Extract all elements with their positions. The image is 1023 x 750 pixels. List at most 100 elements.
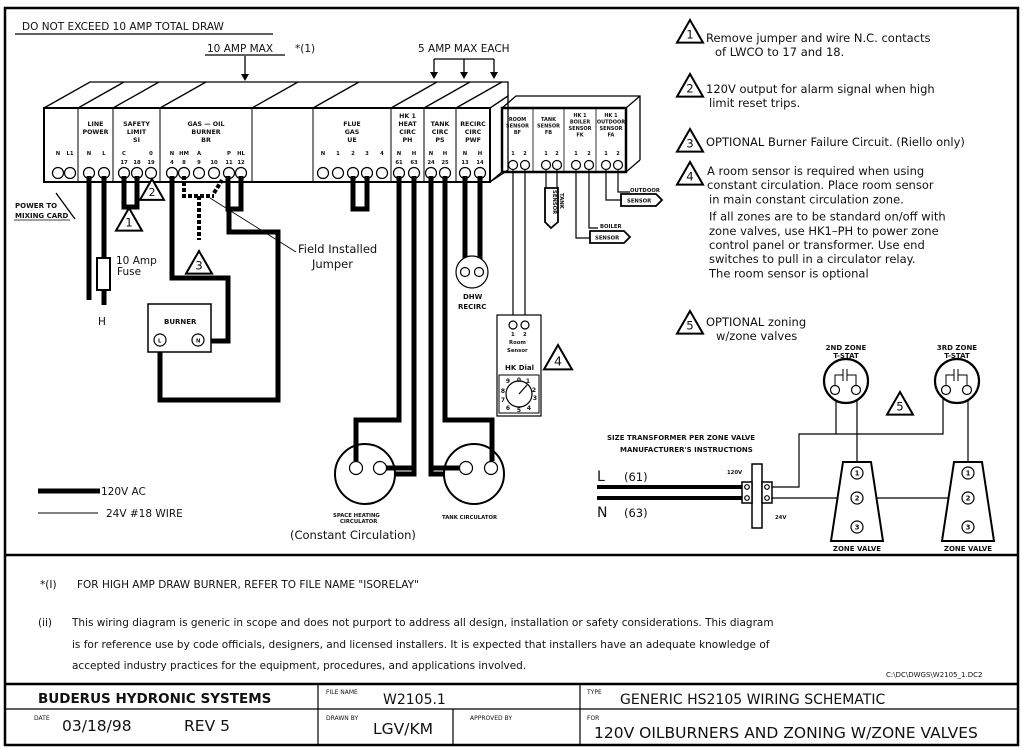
warning-text: zone valves, use HK1–PH to power zone bbox=[709, 224, 939, 238]
terminal-label: P bbox=[227, 151, 231, 157]
outdoor-sensor: OUTDOOR SENSOR bbox=[620, 188, 664, 207]
terminal-number: 19 bbox=[147, 160, 155, 166]
transformer-note: MANUFACTURER'S INSTRUCTIONS bbox=[620, 446, 753, 454]
sensor-terminal bbox=[540, 159, 552, 171]
l-line-label: L bbox=[597, 469, 605, 485]
footnote-1: FOR HIGH AMP DRAW BURNER, REFER TO FILE … bbox=[77, 579, 419, 591]
terminal-number: 13 bbox=[461, 160, 469, 166]
dial-number: 6 bbox=[506, 405, 510, 412]
space-heating-circulator: SPACE HEATING CIRCULATOR (Constant Circu… bbox=[290, 420, 417, 542]
svg-text:2ND ZONE: 2ND ZONE bbox=[826, 344, 867, 352]
svg-text:2: 2 bbox=[587, 151, 591, 157]
sensor-module-title: TANK bbox=[541, 117, 557, 123]
module-title: GAS bbox=[345, 129, 360, 136]
valve-terminal bbox=[850, 491, 864, 505]
svg-text:24V #18 WIRE: 24V #18 WIRE bbox=[106, 508, 183, 520]
five-amp-arrowhead bbox=[490, 72, 498, 79]
valve-terminal bbox=[961, 520, 975, 534]
terminal-label: HM bbox=[179, 151, 189, 157]
terminal-number: 12 bbox=[237, 160, 245, 166]
module-title: SI bbox=[133, 137, 140, 144]
date-label: DATE bbox=[34, 715, 50, 722]
module-title: SAFETY bbox=[123, 121, 150, 128]
sensor-module-title: FB bbox=[545, 130, 552, 136]
power-to-mixing-label: MIXING CARD bbox=[15, 212, 69, 220]
svg-text:3: 3 bbox=[195, 259, 202, 273]
svg-text:OUTDOOR: OUTDOOR bbox=[630, 188, 660, 194]
sensor-box-link bbox=[489, 171, 503, 183]
svg-text:1: 1 bbox=[855, 470, 860, 478]
warning-text: OPTIONAL zoning bbox=[706, 315, 806, 329]
dial-number: 0 bbox=[517, 377, 521, 384]
warning-triangle-3-icon bbox=[184, 248, 214, 275]
control-box-front bbox=[43, 107, 491, 183]
module-title: BR bbox=[201, 137, 211, 144]
file-name-label: FILE NAME bbox=[326, 689, 358, 696]
svg-text:1: 1 bbox=[604, 151, 608, 157]
drawing-for: 120V OILBURNERS AND ZONING W/ZONE VALVES bbox=[594, 724, 978, 742]
company-name: BUDERUS HYDRONIC SYSTEMS bbox=[38, 691, 271, 707]
terminal-screw bbox=[331, 166, 345, 180]
sensor-terminal bbox=[507, 159, 519, 171]
valve-terminal bbox=[961, 491, 975, 505]
svg-text:SENSOR: SENSOR bbox=[595, 236, 619, 242]
sensor-module-title: SENSOR bbox=[506, 124, 529, 130]
warning-triangle-icon bbox=[675, 126, 705, 153]
terminal-label: N bbox=[56, 151, 60, 157]
revision: REV 5 bbox=[184, 717, 230, 735]
svg-text:BURNER: BURNER bbox=[164, 318, 197, 326]
terminal-screw bbox=[63, 166, 77, 180]
date: 03/18/98 bbox=[62, 717, 132, 735]
svg-text:5: 5 bbox=[896, 400, 903, 414]
svg-text:1: 1 bbox=[511, 151, 515, 157]
five-amp-arrows bbox=[433, 58, 495, 76]
terminal-screw bbox=[51, 166, 65, 180]
svg-text:RECIRC: RECIRC bbox=[458, 303, 486, 311]
n-line-label: N bbox=[597, 505, 607, 521]
sensor-module-title: OUTDOOR bbox=[597, 120, 625, 126]
type-label: TYPE bbox=[586, 689, 602, 696]
terminal-screw bbox=[316, 166, 330, 180]
svg-text:2: 2 bbox=[523, 151, 527, 157]
module-title: PWF bbox=[465, 137, 481, 144]
warning-text: OPTIONAL Burner Failure Circuit. (Riello… bbox=[706, 135, 965, 149]
warning-text: switches to pull in a circulator relay. bbox=[709, 252, 916, 266]
sensor-module-title: BF bbox=[514, 130, 521, 136]
warning-triangle-icon bbox=[675, 71, 705, 98]
wiring-24v-sensors bbox=[512, 170, 630, 325]
svg-text:4: 4 bbox=[554, 353, 562, 368]
power-to-mixing-label: POWER TO bbox=[15, 202, 57, 210]
sensor-module-title: HK 1 bbox=[604, 113, 618, 119]
svg-text:T-STAT: T-STAT bbox=[944, 352, 970, 360]
terminal-label: A bbox=[197, 151, 202, 157]
drawn-by: LGV/KM bbox=[373, 720, 433, 738]
dhw-recirc-pump: DHW RECIRC bbox=[455, 255, 489, 311]
jumper-leader bbox=[209, 197, 297, 253]
svg-text:2: 2 bbox=[855, 495, 860, 503]
terminal-number: 17 bbox=[120, 160, 128, 166]
terminal-number: 14 bbox=[476, 160, 484, 166]
terminal-number: 4 bbox=[170, 160, 174, 166]
dial-number: 9 bbox=[506, 378, 510, 385]
transformer: 120V 24V bbox=[727, 463, 787, 529]
svg-text:1: 1 bbox=[574, 151, 578, 157]
svg-text:2: 2 bbox=[523, 332, 527, 338]
svg-text:SPACE HEATING: SPACE HEATING bbox=[333, 513, 380, 519]
warning-text: 120V output for alarm signal when high bbox=[706, 82, 935, 96]
dial-number: 4 bbox=[527, 405, 531, 412]
sensor-module-title: SENSOR bbox=[569, 126, 592, 132]
warning-triangle-2-icon bbox=[138, 176, 166, 201]
terminal-screw bbox=[207, 166, 221, 180]
warning-triangle-icon bbox=[675, 308, 705, 335]
